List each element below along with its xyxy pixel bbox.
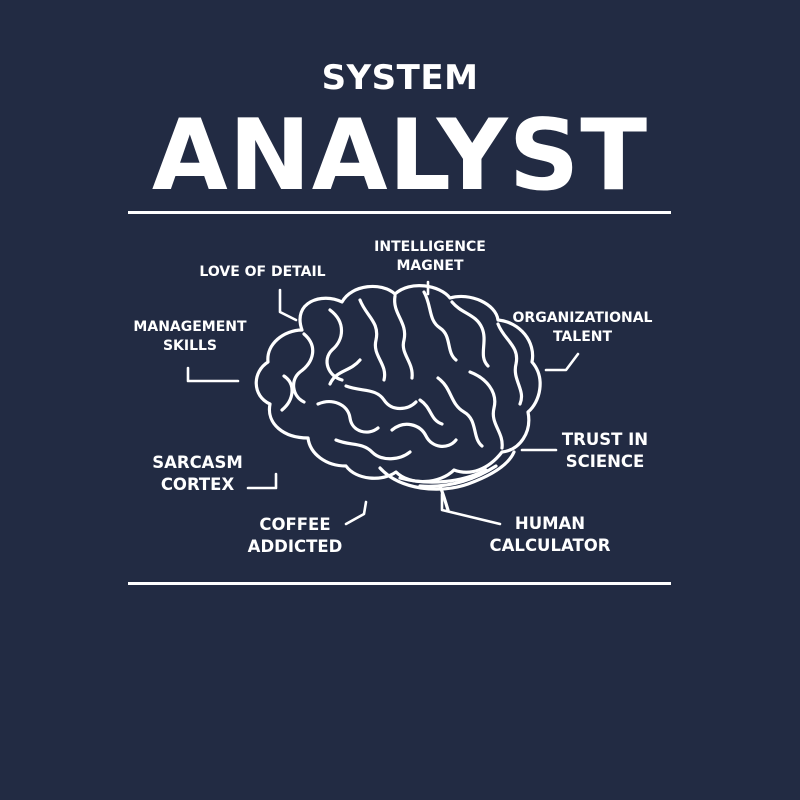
label-line: ADDICTED bbox=[247, 537, 343, 557]
label-line: SKILLS bbox=[162, 337, 218, 354]
bottom-divider bbox=[128, 582, 671, 585]
label-line: TALENT bbox=[552, 328, 613, 345]
label-line: MANAGEMENT bbox=[133, 319, 247, 335]
label-line: LOVE OF DETAIL bbox=[199, 264, 326, 280]
label-line: TRUST IN bbox=[561, 430, 649, 449]
leader-sarcasm bbox=[246, 472, 278, 490]
label-love-of-detail: LOVE OF DETAIL bbox=[180, 263, 345, 282]
leader-human bbox=[440, 492, 502, 526]
label-line: SCIENCE bbox=[565, 452, 645, 472]
label-line: ORGANIZATIONAL bbox=[512, 310, 653, 326]
leader-management bbox=[186, 366, 240, 383]
label-line: INTELLIGENCE bbox=[374, 239, 486, 255]
title-analyst: ANALYST bbox=[151, 99, 649, 213]
leader-detail bbox=[278, 288, 298, 322]
leader-coffee bbox=[344, 500, 368, 526]
leader-organizational bbox=[544, 352, 580, 372]
top-divider bbox=[128, 211, 671, 214]
label-line: COFFEE bbox=[259, 515, 331, 534]
label-line: MAGNET bbox=[396, 257, 464, 274]
label-trust-in-science: TRUST IN SCIENCE bbox=[545, 429, 665, 474]
label-intelligence-magnet: INTELLIGENCE MAGNET bbox=[330, 238, 530, 276]
label-human-calculator: HUMAN CALCULATOR bbox=[470, 513, 630, 558]
label-line: HUMAN bbox=[514, 514, 586, 533]
label-organizational-talent: ORGANIZATIONAL TALENT bbox=[500, 309, 665, 347]
title-system: SYSTEM bbox=[321, 58, 479, 98]
brain-icon bbox=[254, 284, 542, 512]
label-line: CALCULATOR bbox=[489, 536, 611, 556]
label-coffee-addicted: COFFEE ADDICTED bbox=[235, 514, 355, 559]
label-line: CORTEX bbox=[160, 475, 235, 495]
label-line: SARCASM bbox=[152, 453, 243, 472]
label-management-skills: MANAGEMENT SKILLS bbox=[120, 318, 260, 356]
label-sarcasm-cortex: SARCASM CORTEX bbox=[135, 452, 260, 497]
